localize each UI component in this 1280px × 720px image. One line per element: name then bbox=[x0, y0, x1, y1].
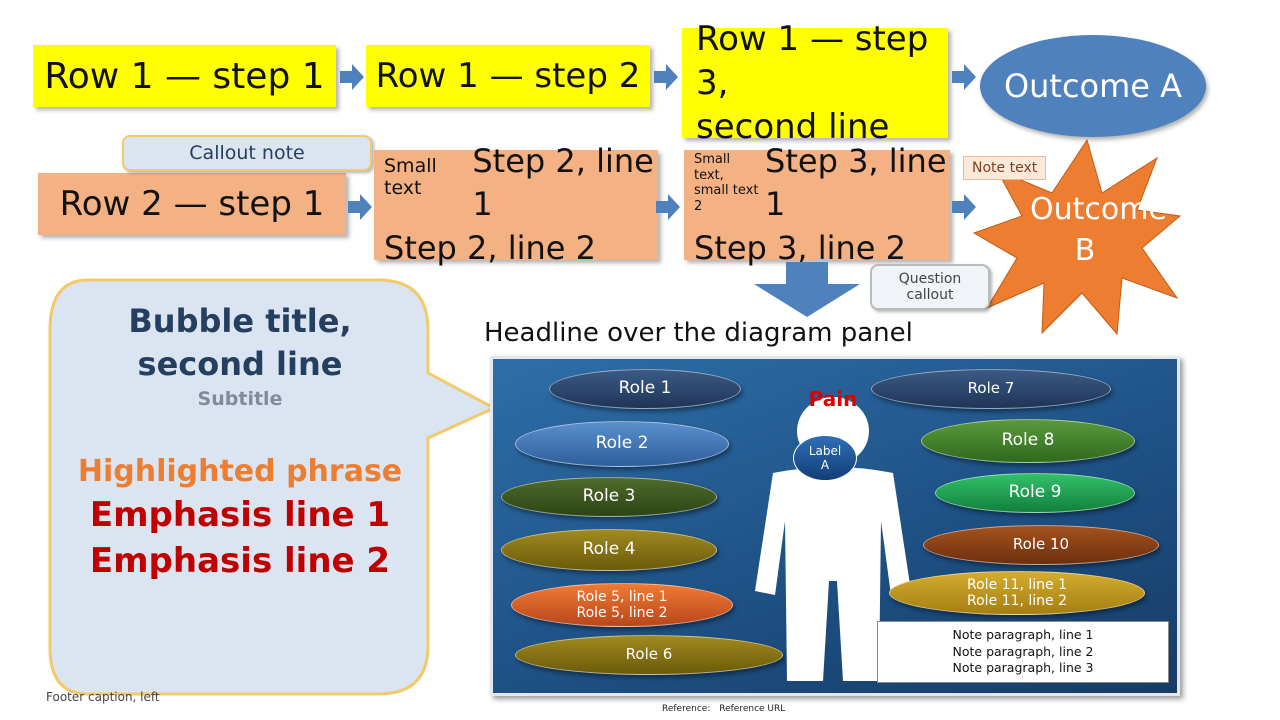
right-arrow-icon bbox=[952, 194, 976, 220]
education-text: Emphasis line 2 bbox=[89, 541, 391, 582]
role-clinical-psychologist: Role 2 bbox=[515, 421, 729, 467]
cure-text: Outcome A bbox=[1003, 67, 1183, 105]
right-arrow-icon bbox=[348, 194, 372, 220]
role-pain-specialist: Role 8 bbox=[921, 419, 1135, 463]
role-exercise-instructor: Role 5, line 1 Role 5, line 2 bbox=[511, 583, 733, 627]
where-to-go-line1: Question bbox=[898, 271, 962, 287]
find-cause-box: Row 1 — step 3, second line bbox=[682, 19, 948, 147]
role-physiotherapist: Role 3 bbox=[501, 477, 717, 517]
not-curable-line2: B bbox=[1074, 232, 1096, 268]
role-exercise-line1: Role 5, line 1 bbox=[576, 588, 668, 605]
acute-pain-box: Row 1 — step 1 bbox=[33, 45, 336, 107]
unknown-cause-line2: Step 3, line 2 bbox=[694, 228, 907, 267]
chronic-pain-text: Row 2 — step 1 bbox=[59, 184, 325, 224]
down-arrow-icon bbox=[754, 262, 860, 317]
source-note-box: Note paragraph, line 1 Note paragraph, l… bbox=[877, 621, 1169, 683]
multidisciplinary-diagram: Pain Label A Role 1 Role 2 Role 3 Role 4… bbox=[490, 356, 1180, 696]
prior-treatment-text: Note text bbox=[972, 160, 1038, 176]
role-local-doctor: Role 1 bbox=[549, 369, 741, 409]
unknown-cause-small1: Small text, bbox=[694, 152, 731, 183]
unknown-cause-line1: Step 3, line 1 bbox=[765, 142, 947, 224]
duration-callout: Callout note bbox=[122, 135, 372, 171]
headline: Headline over the diagram panel bbox=[484, 318, 913, 348]
role-dentist-line1: Role 11, line 1 bbox=[967, 576, 1067, 593]
not-curable-label: Outcome B bbox=[1030, 190, 1167, 271]
right-arrow-icon bbox=[654, 64, 678, 90]
role-dentist-other: Role 11, line 1 Role 11, line 2 bbox=[889, 571, 1145, 615]
center-title-line2: second line bbox=[137, 345, 343, 384]
right-arrow-icon bbox=[952, 64, 976, 90]
unknown-cause-small2: small text 2 bbox=[694, 183, 759, 214]
right-arrow-icon bbox=[656, 194, 680, 220]
meaningless-line1: Step 2, line 1 bbox=[472, 142, 654, 224]
staff-text: Highlighted phrase bbox=[77, 454, 403, 490]
where-to-go-callout: Question callout bbox=[870, 264, 990, 310]
role-dentist-line2: Role 11, line 2 bbox=[967, 593, 1067, 609]
role-exercise-line2: Role 5, line 2 bbox=[576, 605, 668, 621]
right-arrow-icon bbox=[340, 64, 364, 90]
source-note-line3: Note paragraph, line 3 bbox=[952, 660, 1094, 676]
meaningless-signal-box: Small text Step 2, line 1 Step 2, line 2 bbox=[374, 142, 658, 267]
meaningless-prefix: Small text bbox=[384, 155, 437, 200]
chronic-pain-box: Row 2 — step 1 bbox=[38, 173, 346, 235]
footer-caption: Footer caption, left bbox=[46, 690, 160, 704]
role-nurse: Role 9 bbox=[935, 473, 1135, 513]
speech-bubble-shape bbox=[48, 278, 498, 696]
duration-text: Callout note bbox=[189, 142, 305, 164]
self-care-circle: Label A bbox=[793, 435, 857, 481]
meaningless-line2: Step 2, line 2 bbox=[384, 228, 597, 267]
role-social-worker: Role 7 bbox=[871, 369, 1111, 409]
warning-signal-text: Row 1 — step 2 bbox=[375, 56, 641, 96]
clinical-research-text: Emphasis line 1 bbox=[89, 495, 391, 536]
where-to-go-line2: callout bbox=[906, 287, 954, 303]
center-subtitle: Subtitle bbox=[197, 388, 283, 411]
find-cause-line1: Row 1 — step 3, bbox=[696, 18, 929, 103]
reference-label: Reference: bbox=[662, 704, 711, 714]
reference-url[interactable]: Reference URL bbox=[719, 704, 786, 714]
cure-oval: Outcome A bbox=[980, 35, 1206, 137]
role-occupational-therapist: Role 4 bbox=[501, 529, 717, 571]
source-note-line2: Note paragraph, line 2 bbox=[952, 643, 1094, 659]
prior-treatment-note: Note text bbox=[963, 156, 1047, 180]
bubble-content: Bubble title, second line Subtitle Highl… bbox=[60, 300, 420, 581]
reference-citation: Reference: Reference URL bbox=[662, 704, 785, 714]
role-complementary-therapist: Role 6 bbox=[515, 635, 783, 675]
role-family-friends: Role 10 bbox=[923, 525, 1159, 565]
pain-label: Pain bbox=[808, 387, 858, 411]
not-curable-line1: Outcome bbox=[1030, 192, 1167, 227]
unknown-cause-box: Small text, small text 2 Step 3, line 1 … bbox=[684, 142, 950, 267]
self-care-line1: Label bbox=[808, 443, 842, 458]
self-care-line2: A bbox=[820, 458, 830, 472]
starburst-icon bbox=[972, 138, 1182, 336]
warning-signal-box: Row 1 — step 2 bbox=[366, 45, 650, 107]
find-cause-line2: second line bbox=[696, 107, 890, 148]
source-note-line1: Note paragraph, line 1 bbox=[952, 626, 1094, 642]
acute-pain-text: Row 1 — step 1 bbox=[44, 55, 325, 97]
center-title-line1: Bubble title, bbox=[128, 302, 352, 340]
